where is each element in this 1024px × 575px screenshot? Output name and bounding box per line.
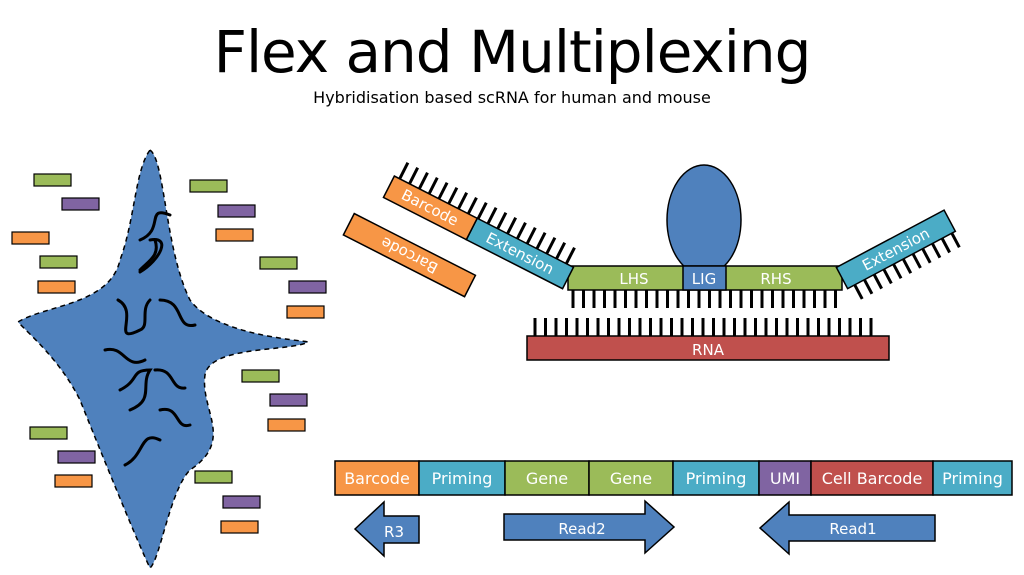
probe-pill xyxy=(220,520,259,534)
arm-tooth xyxy=(437,182,449,200)
arm-tooth xyxy=(931,242,942,259)
arm-tooth xyxy=(564,246,576,265)
arm-tooth xyxy=(398,162,410,180)
left-arm-teeth xyxy=(398,162,576,265)
probe-pill xyxy=(222,495,261,509)
arm-tooth xyxy=(408,167,420,185)
r3-arrow xyxy=(353,500,420,558)
arm-tooth xyxy=(535,231,547,250)
probe-pill xyxy=(259,256,298,270)
arm-tooth xyxy=(911,253,922,269)
construct-segment-label: Priming xyxy=(686,469,747,488)
cell-shape xyxy=(16,148,311,570)
lig-label: LIG xyxy=(692,270,716,288)
arm-tooth xyxy=(427,177,439,195)
probe-pills xyxy=(11,173,327,534)
right-extension-bar xyxy=(835,209,957,290)
probe-pill xyxy=(194,470,233,484)
rna-teeth xyxy=(533,318,873,336)
read2-label: Read2 xyxy=(558,520,605,538)
construct-segment-label: Cell Barcode xyxy=(822,469,923,488)
arm-tooth xyxy=(466,197,478,215)
arm-tooth xyxy=(447,187,459,205)
arm-tooth xyxy=(486,207,498,225)
construct-segment-label: Priming xyxy=(942,469,1003,488)
probe-pill xyxy=(54,474,93,488)
arm-tooth xyxy=(525,226,537,245)
arm-tooth xyxy=(863,278,874,295)
arm-tooth xyxy=(872,273,883,290)
arm-tooth xyxy=(950,232,961,249)
probe-pill xyxy=(29,426,68,440)
probe-pill xyxy=(286,305,325,319)
arm-tooth xyxy=(921,247,932,264)
probe-pill xyxy=(269,393,308,407)
construct-segment-label: Priming xyxy=(432,469,493,488)
read1-label: Read1 xyxy=(829,520,876,538)
ligation-probe: RNA LHS LIG RHS Extension Barcode Barcod… xyxy=(342,162,961,361)
lhs-label: LHS xyxy=(619,270,648,288)
arm-tooth xyxy=(940,237,951,254)
left-barcode-bar-upper xyxy=(382,175,479,241)
arm-tooth xyxy=(515,221,527,240)
construct-segment-label: UMI xyxy=(770,469,800,488)
arm-tooth xyxy=(457,192,469,210)
probe-pill xyxy=(11,231,50,245)
page-subtitle: Hybridisation based scRNA for human and … xyxy=(313,88,711,107)
probe-pill xyxy=(33,173,72,187)
arm-tooth xyxy=(901,258,913,274)
arm-tooth xyxy=(882,268,893,285)
arm-tooth xyxy=(476,202,488,220)
arm-tooth xyxy=(892,263,903,280)
rhs-label: RHS xyxy=(760,270,791,288)
arm-tooth xyxy=(555,241,567,260)
r3-label: R3 xyxy=(384,523,404,541)
probe-pill xyxy=(288,280,327,294)
read1-arrow xyxy=(758,500,936,556)
probe-pill xyxy=(39,255,78,269)
left-arm-upper: Extension Barcode xyxy=(382,175,575,290)
library-construct: Barcode Priming Gene Gene Priming UMI Cell Bar… xyxy=(334,460,1013,496)
probe-pill xyxy=(267,418,306,432)
probe-teeth xyxy=(571,290,837,308)
probe-pill xyxy=(241,369,280,383)
construct-segment-label: Barcode xyxy=(344,469,410,488)
left-barcode-bar-lower xyxy=(342,212,477,298)
probe-pill xyxy=(61,197,100,211)
arm-tooth xyxy=(417,172,429,190)
probe-pill xyxy=(217,204,256,218)
construct-segment xyxy=(810,460,934,496)
arm-tooth xyxy=(545,236,557,255)
rna-bar xyxy=(526,335,890,361)
page-title: Flex and Multiplexing xyxy=(213,18,812,86)
probe-pill xyxy=(57,450,96,464)
arm-tooth xyxy=(506,216,518,235)
right-arm-teeth xyxy=(853,232,961,300)
construct-segment-label: Gene xyxy=(526,469,568,488)
probe-pill xyxy=(37,280,76,294)
arm-tooth xyxy=(853,284,864,300)
right-arm: Extension xyxy=(835,209,957,290)
lig-box xyxy=(682,265,727,291)
arm-tooth xyxy=(496,211,508,230)
construct-segment xyxy=(334,460,420,496)
probe-pill xyxy=(189,179,228,193)
rna-label: RNA xyxy=(692,341,725,359)
construct-segment xyxy=(418,460,506,496)
construct-segment xyxy=(932,460,1013,496)
read-arrows: R3 Read2 Read1 xyxy=(353,499,936,558)
probe-pill xyxy=(215,228,254,242)
read2-arrow xyxy=(503,499,676,555)
construct-segment xyxy=(504,460,590,496)
construct-segment xyxy=(672,460,760,496)
construct-segment-label: Gene xyxy=(610,469,652,488)
ligase-shape xyxy=(666,164,742,276)
